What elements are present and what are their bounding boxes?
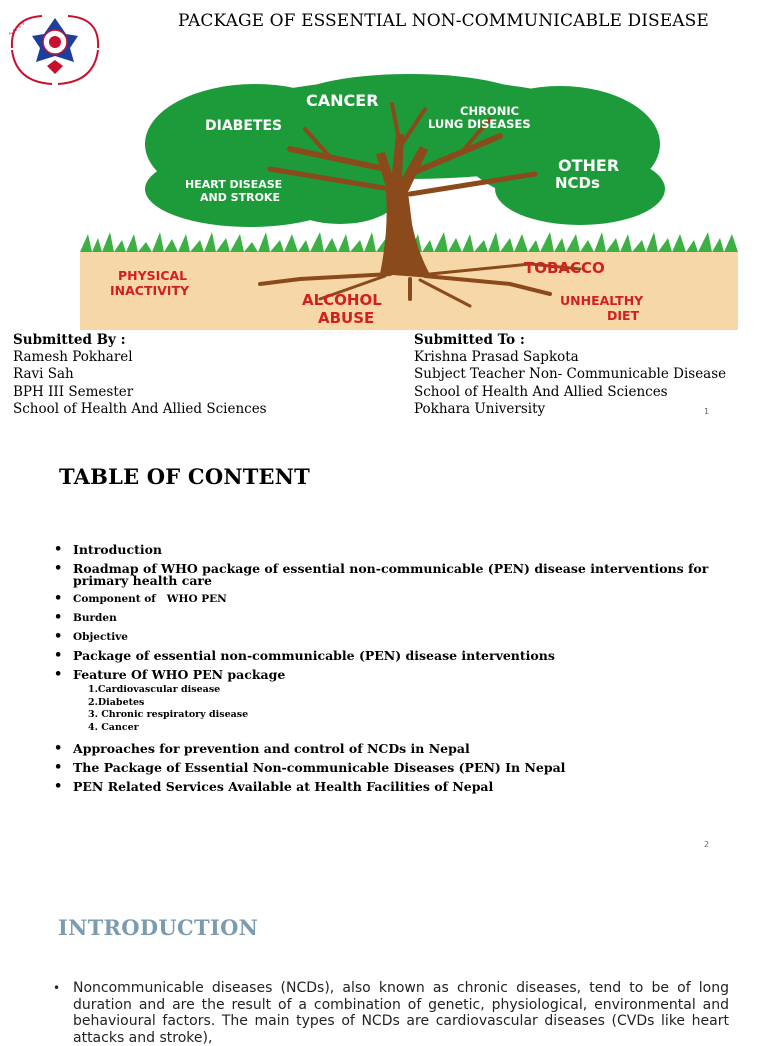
introduction-slide: INTRODUCTION Noncommunicable diseases (N… xyxy=(0,880,768,1046)
label-abuse: ABUSE xyxy=(318,309,374,327)
submitted-to-block: Submitted To : Krishna Prasad Sapkota Su… xyxy=(414,332,726,418)
label-ncds: NCDs xyxy=(555,174,600,192)
submitted-to-heading: Submitted To : xyxy=(414,332,525,348)
feature-subitem: 2.Diabetes xyxy=(88,696,145,708)
label-diabetes: DIABETES xyxy=(205,118,282,134)
submitted-by-line: School of Health And Allied Sciences xyxy=(13,400,267,417)
toc-item-label: Feature Of WHO PEN package xyxy=(73,667,286,682)
label-heart-disease: HEART DISEASE xyxy=(185,178,282,191)
submitted-to-line: Krishna Prasad Sapkota xyxy=(414,349,579,366)
page-number: 1 xyxy=(704,407,710,416)
feature-subitem: 3. Chronic respiratory disease xyxy=(88,709,249,721)
toc-item: Objective xyxy=(50,631,710,643)
toc-item: Package of essential non-communicable (P… xyxy=(50,649,710,662)
toc-item: PEN Related Services Available at Health… xyxy=(50,781,710,794)
toc-item: Component of WHO PEN xyxy=(50,593,710,605)
submitted-by-line: BPH III Semester xyxy=(13,383,134,400)
introduction-paragraph: Noncommunicable diseases (NCDs), also kn… xyxy=(53,980,729,1046)
introduction-title: INTRODUCTION xyxy=(58,915,259,940)
label-cancer: CANCER xyxy=(306,91,379,110)
table-of-content-slide: TABLE OF CONTENT Introduction Roadmap of… xyxy=(0,430,768,880)
title-slide: ∿∿∿∿ PACKAGE OF ESSENTIAL NON-COMMUNICAB… xyxy=(0,0,768,430)
submitted-by-block: Submitted By : Ramesh Pokharel Ravi Sah … xyxy=(13,332,267,418)
label-other: OTHER xyxy=(558,156,619,175)
slide-title: PACKAGE OF ESSENTIAL NON-COMMUNICABLE DI… xyxy=(178,11,709,31)
submitted-by-line: Ravi Sah xyxy=(13,366,74,383)
page-number: 2 xyxy=(704,840,710,849)
label-lung-diseases: LUNG DISEASES xyxy=(428,117,531,131)
toc-title: TABLE OF CONTENT xyxy=(59,464,310,489)
feature-subitem: 4. Cancer xyxy=(88,721,139,733)
svg-text:∿∿∿∿: ∿∿∿∿ xyxy=(7,20,27,38)
toc-item: Roadmap of WHO package of essential non-… xyxy=(50,562,710,587)
ncd-tree-illustration: CANCER DIABETES CHRONIC LUNG DISEASES OT… xyxy=(80,74,738,330)
label-physical: PHYSICAL xyxy=(118,268,187,283)
submitted-to-line: Subject Teacher Non- Communicable Diseas… xyxy=(414,366,727,383)
toc-item-feature: Feature Of WHO PEN package 1.Cardiovascu… xyxy=(50,667,710,734)
feature-sublist: 1.Cardiovascular disease 2.Diabetes 3. C… xyxy=(88,684,710,734)
toc-item: Introduction xyxy=(50,543,710,556)
toc-list: Introduction Roadmap of WHO package of e… xyxy=(50,543,710,794)
label-and-stroke: AND STROKE xyxy=(200,191,280,204)
label-tobacco: TOBACCO xyxy=(524,259,605,277)
toc-item: Burden xyxy=(50,612,710,624)
label-chronic: CHRONIC xyxy=(460,104,519,118)
label-unhealthy: UNHEALTHY xyxy=(560,293,644,308)
feature-subitem: 1.Cardiovascular disease xyxy=(88,684,221,695)
toc-item: The Package of Essential Non-communicabl… xyxy=(50,762,710,775)
label-diet: DIET xyxy=(607,308,640,323)
label-inactivity: INACTIVITY xyxy=(110,283,190,298)
submitted-to-line: Pokhara University xyxy=(414,400,546,417)
submitted-by-line: Ramesh Pokharel xyxy=(13,349,133,366)
label-alcohol: ALCOHOL xyxy=(302,291,382,309)
university-logo-emblem: ∿∿∿∿ xyxy=(7,15,100,85)
submitted-to-line: School of Health And Allied Sciences xyxy=(414,383,668,400)
submitted-by-heading: Submitted By : xyxy=(13,332,126,348)
toc-item: Approaches for prevention and control of… xyxy=(50,743,710,756)
